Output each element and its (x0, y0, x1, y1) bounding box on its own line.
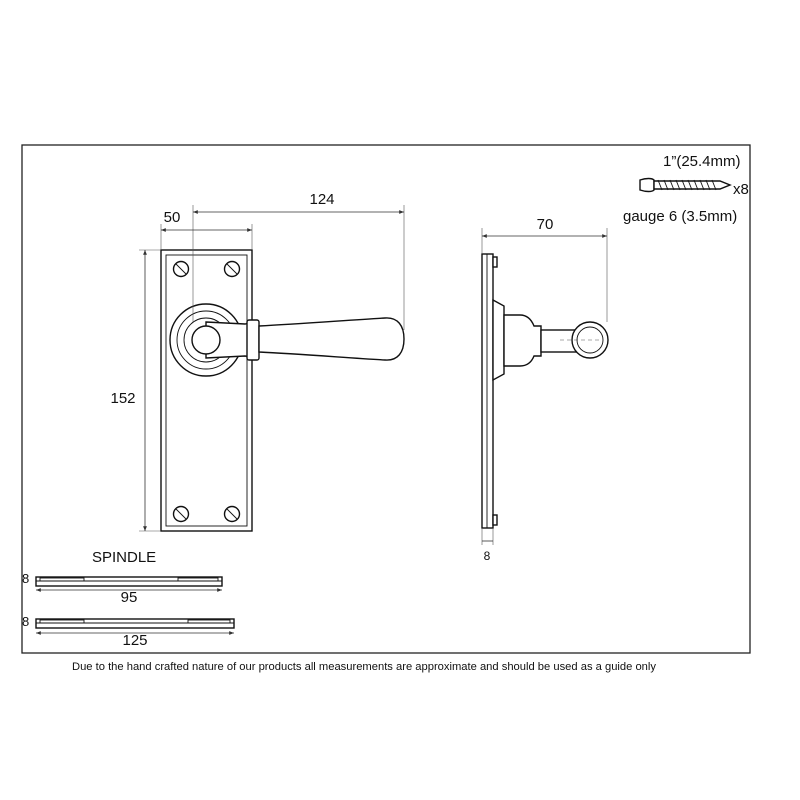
drawing-frame (21, 144, 751, 654)
front-view (160, 249, 405, 532)
side-view (481, 253, 609, 529)
screw-hole-top-right (223, 260, 241, 278)
dimension-124-label: 124 (309, 191, 334, 208)
screw-quantity-label: x8 (733, 181, 749, 198)
disclaimer-note: Due to the hand crafted nature of our pr… (72, 661, 656, 673)
lever-handle (258, 317, 405, 361)
screw-hole-bottom-right (223, 505, 241, 523)
dimension-152-label: 152 (110, 390, 135, 407)
side-rose (492, 298, 505, 382)
side-neck (503, 314, 542, 367)
spindle-long-length-label: 125 (122, 632, 147, 649)
dimension-70: 70 (481, 216, 608, 322)
dimension-50: 50 (160, 209, 253, 250)
lever-collar (246, 319, 260, 361)
spindle-short-length-label: 95 (121, 589, 138, 606)
dimension-8-plate: 8 (481, 528, 494, 563)
spindle-short-size-label: 8 (22, 571, 29, 586)
screw-length-label: 1”(25.4mm) (663, 153, 741, 170)
dimension-152: 152 (110, 249, 161, 532)
spindle-title: SPINDLE (92, 549, 156, 566)
screw-hole-top-left (172, 260, 190, 278)
spindle-long-size-label: 8 (22, 614, 29, 629)
dimension-124: 124 (192, 191, 405, 330)
dimension-70-label: 70 (537, 216, 554, 233)
spindle-long: 8 125 (22, 614, 235, 649)
screw-spec: 1”(25.4mm) x8 gauge 6 (3.5mm) (623, 153, 749, 225)
spindle-short: 8 95 (22, 571, 223, 606)
screw-gauge-label: gauge 6 (3.5mm) (623, 208, 737, 225)
dimension-8-plate-label: 8 (484, 549, 491, 563)
dimension-50-label: 50 (164, 209, 181, 226)
screw-icon (639, 177, 732, 193)
side-backplate (481, 253, 494, 529)
screw-hole-bottom-left (172, 505, 190, 523)
backplate (160, 249, 253, 532)
